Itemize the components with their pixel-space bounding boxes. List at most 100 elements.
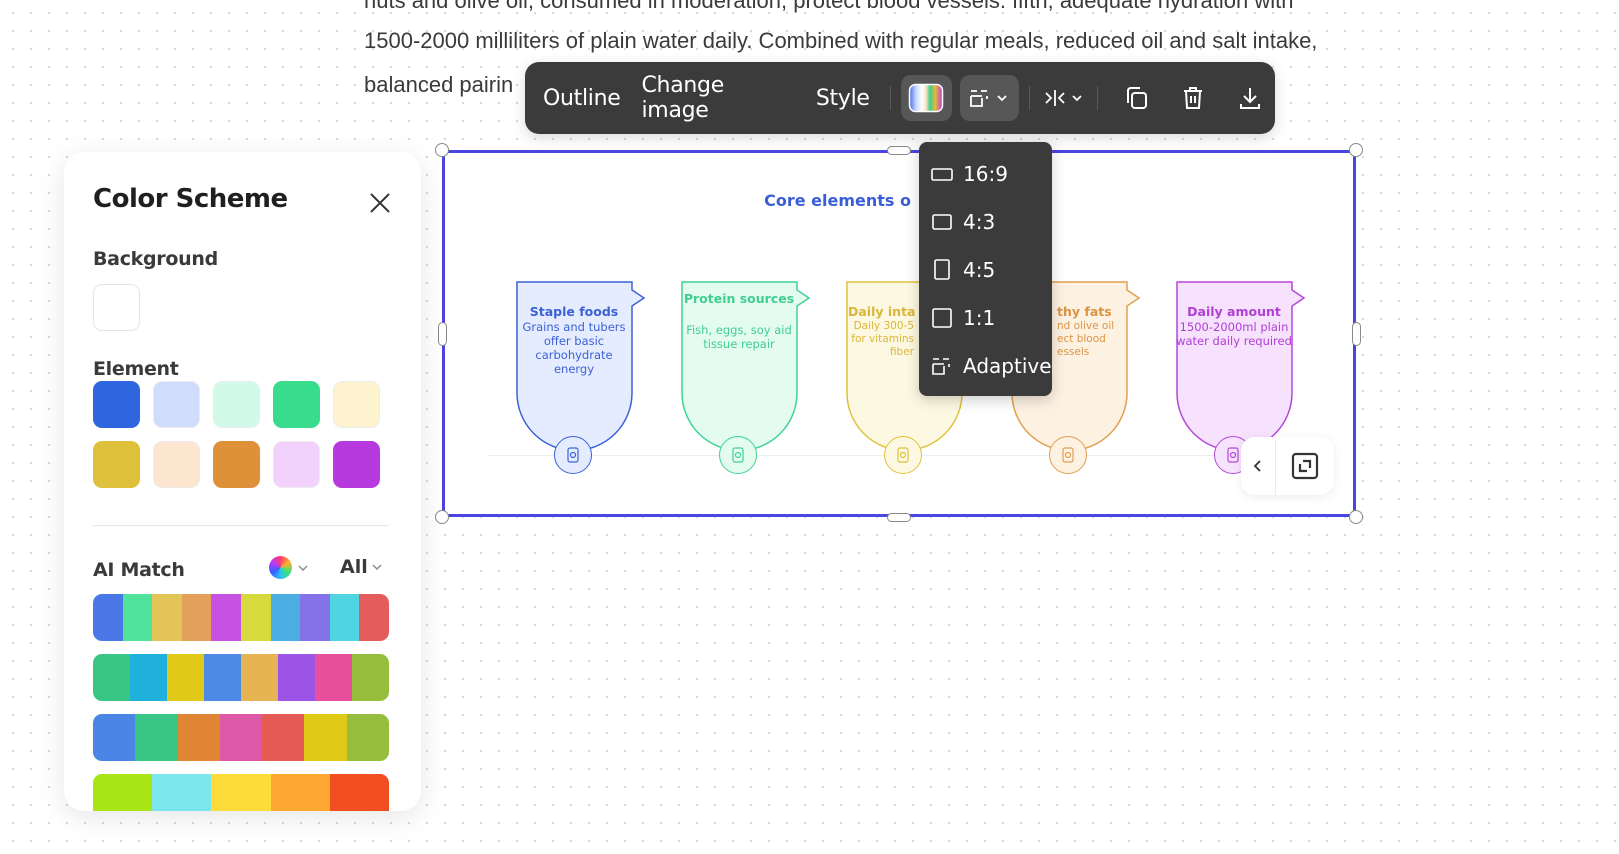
ratio-option-label: 4:3 bbox=[963, 210, 996, 234]
palette-color-chip bbox=[204, 654, 241, 701]
toolbar-divider bbox=[889, 86, 891, 110]
color-wheel-dropdown[interactable] bbox=[269, 556, 310, 579]
palette-color-chip bbox=[219, 714, 263, 761]
palette-color-chip bbox=[130, 654, 167, 701]
palette-color-chip bbox=[240, 594, 271, 641]
flip-button[interactable] bbox=[1040, 75, 1087, 121]
resize-handle-top-left[interactable] bbox=[435, 143, 449, 157]
palette-filter-dropdown[interactable]: All bbox=[340, 556, 384, 578]
element-label: Element bbox=[93, 358, 179, 380]
image-nav-widget bbox=[1241, 437, 1334, 495]
element-color-swatch[interactable] bbox=[153, 381, 200, 428]
element-color-swatch[interactable] bbox=[333, 441, 380, 488]
element-color-swatch[interactable] bbox=[333, 381, 380, 428]
infographic-title: Core elements o bbox=[764, 191, 911, 210]
trash-icon bbox=[1184, 87, 1203, 109]
document-text-line: nuts and olive oil, consumed in moderati… bbox=[364, 0, 1294, 13]
ratio-option-1-1[interactable]: 1:1 bbox=[919, 294, 1052, 342]
element-color-swatch[interactable] bbox=[273, 381, 320, 428]
element-color-swatch[interactable] bbox=[93, 381, 140, 428]
collapse-button[interactable] bbox=[1241, 437, 1276, 495]
aspect-ratio-menu: 16:9 4:3 4:5 1:1 Adaptive bbox=[919, 142, 1052, 396]
chevron-down-icon bbox=[372, 564, 382, 570]
ai-palette-option[interactable] bbox=[93, 714, 389, 761]
element-color-swatch[interactable] bbox=[273, 441, 320, 488]
resize-handle-bottom-right[interactable] bbox=[1349, 510, 1363, 524]
ratio-option-4-5[interactable]: 4:5 bbox=[919, 246, 1052, 294]
card-icon-badge bbox=[884, 436, 922, 474]
toolbar-divider bbox=[1028, 86, 1030, 110]
card-title: Daily inta bbox=[848, 304, 916, 319]
palette-color-chip bbox=[177, 714, 220, 761]
resize-handle-top-right[interactable] bbox=[1349, 143, 1363, 157]
element-color-swatch[interactable] bbox=[93, 441, 140, 488]
expand-button[interactable] bbox=[1276, 452, 1334, 480]
color-scheme-panel: Color Scheme Background Element AI Match… bbox=[64, 152, 421, 811]
delete-button[interactable] bbox=[1169, 75, 1218, 121]
ai-palette-option[interactable] bbox=[93, 774, 389, 811]
color-scheme-button[interactable] bbox=[900, 75, 952, 121]
close-icon[interactable] bbox=[367, 190, 393, 216]
resize-handle-top[interactable] bbox=[887, 146, 911, 155]
background-color-swatch[interactable] bbox=[93, 284, 140, 331]
palette-filter-label: All bbox=[340, 556, 368, 578]
download-icon bbox=[1240, 88, 1261, 109]
change-image-button[interactable]: Change image bbox=[641, 73, 725, 123]
ratio-option-16-9[interactable]: 16:9 bbox=[919, 150, 1052, 198]
color-wheel-icon bbox=[269, 556, 292, 579]
card-description: 1500-2000ml plain water daily required bbox=[1176, 320, 1292, 348]
chevron-down-icon bbox=[298, 565, 308, 571]
aspect-ratio-button[interactable] bbox=[959, 75, 1019, 121]
background-label: Background bbox=[93, 248, 218, 270]
ratio-option-label: 4:5 bbox=[963, 258, 996, 282]
palette-color-chip bbox=[211, 594, 241, 641]
panel-title: Color Scheme bbox=[93, 184, 288, 214]
ai-palette-option[interactable] bbox=[93, 654, 389, 701]
element-color-swatch[interactable] bbox=[213, 441, 260, 488]
style-button[interactable]: Style bbox=[815, 85, 870, 111]
image-toolbar: Outline Change image Style bbox=[525, 62, 1275, 134]
element-color-swatch[interactable] bbox=[153, 441, 200, 488]
duplicate-button[interactable] bbox=[1112, 75, 1161, 121]
color-scheme-icon bbox=[908, 83, 944, 113]
ratio-option-label: Adaptive bbox=[963, 354, 1052, 378]
download-button[interactable] bbox=[1226, 75, 1275, 121]
card-description: Fish, eggs, soy aid tissue repair bbox=[686, 323, 792, 351]
palette-color-chip bbox=[352, 654, 389, 701]
ratio-option-adaptive[interactable]: Adaptive bbox=[919, 342, 1052, 390]
palette-color-chip bbox=[262, 714, 305, 761]
dumbbell-icon bbox=[732, 447, 744, 463]
resize-handle-bottom-left[interactable] bbox=[435, 510, 449, 524]
palette-color-chip bbox=[278, 654, 315, 701]
palette-color-chip bbox=[359, 594, 389, 641]
card-description: Grains and tubers offer basic carbohydra… bbox=[522, 320, 626, 376]
water-dispenser-icon bbox=[1227, 447, 1239, 463]
ai-palette-option[interactable] bbox=[93, 594, 389, 641]
resize-handle-right[interactable] bbox=[1352, 322, 1361, 346]
ratio-option-label: 16:9 bbox=[963, 162, 1008, 186]
palette-color-chip bbox=[93, 714, 136, 761]
resize-handle-left[interactable] bbox=[438, 322, 447, 346]
card-description: Daily 300-5 for vitamins fiber bbox=[851, 320, 914, 358]
card-title: Daily amount bbox=[1187, 304, 1281, 319]
palette-color-chip bbox=[122, 594, 153, 641]
resize-handle-bottom[interactable] bbox=[887, 513, 911, 522]
outline-button[interactable]: Outline bbox=[543, 85, 621, 111]
ratio-option-4-3[interactable]: 4:3 bbox=[919, 198, 1052, 246]
card-title: thy fats bbox=[1057, 304, 1112, 319]
element-color-swatch[interactable] bbox=[213, 381, 260, 428]
palette-color-chip bbox=[270, 594, 301, 641]
palette-color-chip bbox=[304, 714, 347, 761]
duplicate-icon bbox=[1127, 87, 1148, 109]
palette-color-chip bbox=[152, 594, 182, 641]
grain-bag-icon bbox=[567, 447, 579, 463]
chevron-left-icon bbox=[1253, 460, 1261, 472]
ratio-16-9-icon bbox=[931, 168, 953, 181]
palette-color-chip bbox=[270, 774, 330, 811]
card-title: Protein sources bbox=[683, 291, 795, 306]
card-shape bbox=[681, 281, 811, 452]
chevron-down-icon bbox=[1072, 95, 1082, 102]
